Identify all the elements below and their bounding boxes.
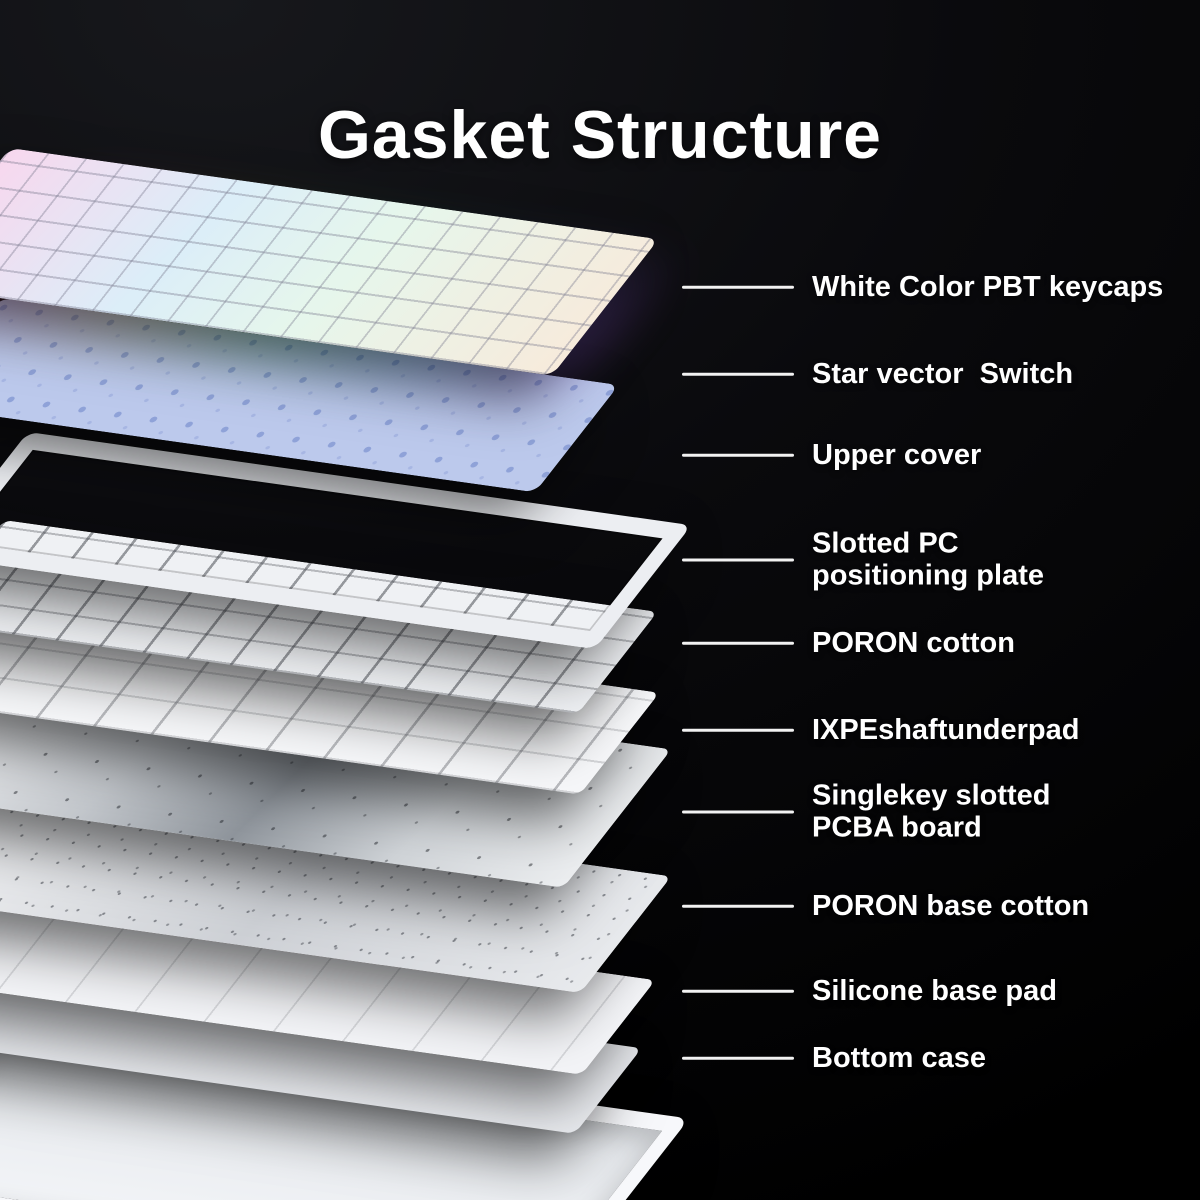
leader-line — [682, 453, 794, 457]
callout-label: White Color PBT keycaps — [812, 270, 1164, 303]
callout-positioning-plate: Slotted PC positioning plate — [682, 528, 1044, 593]
page-title: Gasket Structure — [318, 96, 882, 173]
callout-poron-base-cotton: PORON base cotton — [682, 890, 1089, 922]
leader-line — [682, 728, 794, 732]
callout-label: PORON base cotton — [812, 889, 1090, 922]
callout-pcba-board: Singlekey slotted PCBA board — [682, 780, 1051, 845]
callout-poron-cotton: PORON cotton — [682, 627, 1015, 659]
leader-line — [682, 1056, 794, 1060]
callout-label: Bottom case — [812, 1041, 987, 1074]
callout-bottom-case: Bottom case — [682, 1042, 986, 1074]
leader-line — [682, 989, 794, 993]
callout-ixpe-underpad: IXPEshaftunderpad — [682, 714, 1080, 746]
callout-label: Upper cover — [812, 438, 982, 471]
callout-pbt-keycaps: White Color PBT keycaps — [682, 271, 1163, 303]
leader-line — [682, 285, 794, 289]
leader-line — [682, 372, 794, 376]
leader-line — [682, 810, 794, 814]
callout-upper-cover: Upper cover — [682, 439, 981, 471]
leader-line — [682, 641, 794, 645]
callout-silicone-base-pad: Silicone base pad — [682, 975, 1057, 1007]
callout-switch: Star vector Switch — [682, 358, 1073, 390]
callout-label: Slotted PC positioning plate — [812, 527, 1044, 592]
callout-label: PORON cotton — [812, 626, 1015, 659]
leader-line — [682, 558, 794, 562]
leader-line — [682, 904, 794, 908]
callout-label: Silicone base pad — [812, 974, 1057, 1007]
callout-label: Star vector Switch — [812, 357, 1074, 390]
callout-label: Singlekey slotted PCBA board — [812, 779, 1051, 844]
callout-label: IXPEshaftunderpad — [812, 713, 1080, 746]
